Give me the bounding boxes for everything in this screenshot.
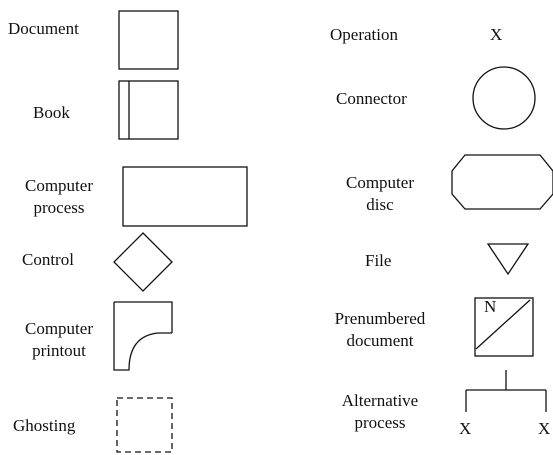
prenumbered-document-symbol	[474, 297, 534, 357]
label-control: Control	[22, 250, 74, 269]
computer-process-symbol	[122, 166, 248, 227]
alternative-process-symbol	[465, 370, 547, 412]
label-computer-printout: Computer printout	[9, 318, 109, 362]
label-line-1: Alternative	[341, 391, 419, 410]
label-alternative-process: Alternative process	[330, 390, 430, 434]
label-ghosting: Ghosting	[13, 416, 76, 435]
prenumbered-n-mark: N	[484, 297, 497, 316]
label-line-1: Computer	[25, 176, 93, 195]
computer-disc-symbol	[451, 154, 553, 210]
label-line-1: Computer	[25, 319, 93, 338]
operation-x-mark: X	[490, 25, 503, 44]
label-computer-process: Computer process	[9, 175, 109, 219]
control-symbol	[113, 232, 173, 292]
book-symbol	[118, 80, 179, 140]
label-line-2: process	[33, 198, 85, 217]
label-line-1: Computer	[346, 173, 414, 192]
file-symbol	[486, 243, 530, 276]
label-book: Book	[33, 103, 70, 122]
connector-symbol	[472, 66, 536, 130]
label-line-2: disc	[366, 195, 394, 214]
label-prenumbered-document: Prenumbered document	[318, 308, 442, 352]
label-line-2: process	[354, 413, 406, 432]
document-symbol	[118, 10, 179, 70]
branch-right-x: X	[538, 419, 551, 438]
label-operation: Operation	[330, 25, 398, 44]
label-connector: Connector	[336, 89, 407, 108]
branch-left-x: X	[459, 419, 472, 438]
label-document: Document	[8, 19, 79, 38]
label-line-2: printout	[32, 341, 86, 360]
label-computer-disc: Computer disc	[330, 172, 430, 216]
label-file: File	[365, 251, 392, 270]
ghosting-symbol	[116, 397, 173, 453]
computer-printout-symbol	[113, 301, 173, 371]
label-line-2: document	[346, 331, 414, 350]
label-line-1: Prenumbered	[334, 309, 426, 328]
